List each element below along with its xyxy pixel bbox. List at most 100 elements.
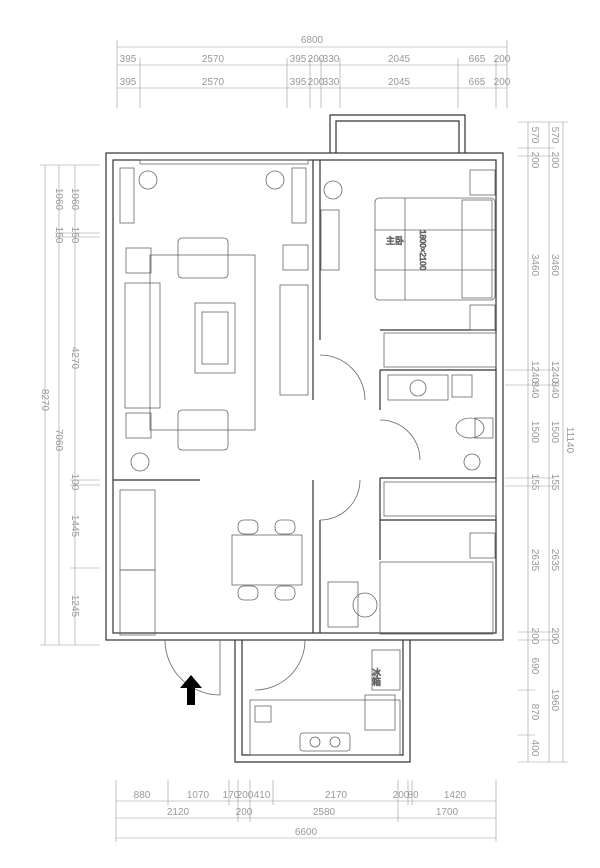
bottom-dimensions: 880 1070 170 200 410 2170 200 80 1420 21… [115, 780, 497, 842]
dim: 80 [407, 790, 419, 801]
dim: 2570 [202, 54, 225, 65]
dim: 200 [549, 628, 560, 645]
dim: 690 [529, 658, 540, 675]
dim: 330 [323, 77, 340, 88]
right-dimensions: 570 200 3460 1240 840 1500 155 2635 200 … [505, 121, 575, 763]
side-table [125, 247, 152, 274]
desk [327, 581, 359, 628]
dim: 2045 [388, 54, 411, 65]
sink [364, 694, 396, 731]
dining-table [231, 534, 303, 586]
dim: 570 [549, 127, 560, 144]
closet [383, 332, 497, 368]
bed [379, 561, 494, 635]
dim: 200 [529, 152, 540, 169]
dim: 2635 [529, 549, 540, 572]
dim: 200 [494, 54, 511, 65]
dim: 880 [134, 790, 151, 801]
dim: 170 [223, 790, 240, 801]
top-dimensions: 6800 395 2570 395 200 330 2045 665 200 3… [116, 35, 511, 108]
bathroom [383, 332, 497, 517]
dim: 3460 [549, 254, 560, 277]
bed [374, 197, 496, 301]
cabinet [119, 489, 156, 571]
bed-size-label: 1800×2100 [418, 230, 427, 271]
dim: 2580 [313, 807, 336, 818]
coffee-table [194, 302, 236, 374]
dim: 1960 [549, 689, 560, 712]
dim-left-total: 8270 [39, 389, 50, 412]
dim: 1240 [549, 361, 560, 384]
dim: 570 [529, 127, 540, 144]
dim: 1500 [529, 421, 540, 444]
dim: 3460 [529, 254, 540, 277]
dim: 410 [254, 790, 271, 801]
sofa [124, 282, 161, 409]
dim: 395 [120, 54, 137, 65]
wardrobe [320, 209, 340, 271]
dim: 200 [529, 628, 540, 645]
dim: 4270 [69, 347, 80, 370]
tv-cabinet [279, 284, 309, 396]
dim: 1445 [69, 515, 80, 538]
dim: 1070 [187, 790, 210, 801]
side-table [125, 412, 152, 439]
dim: 150 [69, 227, 80, 244]
left-dimensions: 1060 150 4270 100 1445 1245 1060 150 706… [39, 164, 100, 646]
dim-bottom-total: 6600 [295, 827, 318, 838]
dim: 1060 [69, 188, 80, 211]
dim: 395 [120, 77, 137, 88]
dim: 2635 [549, 549, 560, 572]
closet [383, 481, 497, 517]
cabinet [119, 569, 156, 636]
dim: 395 [290, 54, 307, 65]
kitchen: 冰箱 [249, 649, 401, 756]
walls [105, 114, 504, 763]
fridge-label: 冰箱 [371, 667, 381, 687]
dim-right-total: 11140 [564, 427, 575, 454]
dim-top-total: 6800 [301, 35, 324, 46]
dim: 330 [323, 54, 340, 65]
dim: 840 [549, 382, 560, 399]
dim: 200 [549, 152, 560, 169]
dim: 200 [494, 77, 511, 88]
dim: 7060 [53, 429, 64, 452]
second-bedroom [327, 532, 496, 635]
dim: 665 [469, 77, 486, 88]
dim: 155 [529, 474, 540, 491]
dim: 200 [308, 54, 325, 65]
dim: 1700 [436, 807, 459, 818]
dim: 155 [549, 474, 560, 491]
armchair [177, 237, 229, 279]
dim: 840 [529, 382, 540, 399]
dim: 200 [237, 790, 254, 801]
dim: 2170 [325, 790, 348, 801]
dim: 2120 [167, 807, 190, 818]
dim: 1500 [549, 421, 560, 444]
dim: 395 [290, 77, 307, 88]
dim: 1240 [529, 361, 540, 384]
dim: 1245 [69, 595, 80, 618]
dim: 100 [69, 474, 80, 491]
dim: 2045 [388, 77, 411, 88]
dim: 150 [53, 227, 64, 244]
dim: 400 [529, 740, 540, 757]
living-room [119, 159, 343, 636]
dim: 2570 [202, 77, 225, 88]
dim: 200 [236, 807, 253, 818]
chair [282, 244, 309, 271]
dim: 200 [393, 790, 410, 801]
dim: 665 [469, 54, 486, 65]
fridge [371, 649, 401, 691]
master-bedroom: 主卧 1800×2100 [320, 169, 496, 331]
stove [299, 732, 351, 752]
dining-area [231, 519, 303, 601]
dim: 1420 [444, 790, 467, 801]
vanity [387, 374, 449, 401]
room-label-master-bedroom: 主卧 [386, 235, 404, 246]
counter [249, 699, 401, 756]
toilet [455, 417, 485, 439]
doors [164, 354, 421, 696]
dim: 1060 [53, 188, 64, 211]
